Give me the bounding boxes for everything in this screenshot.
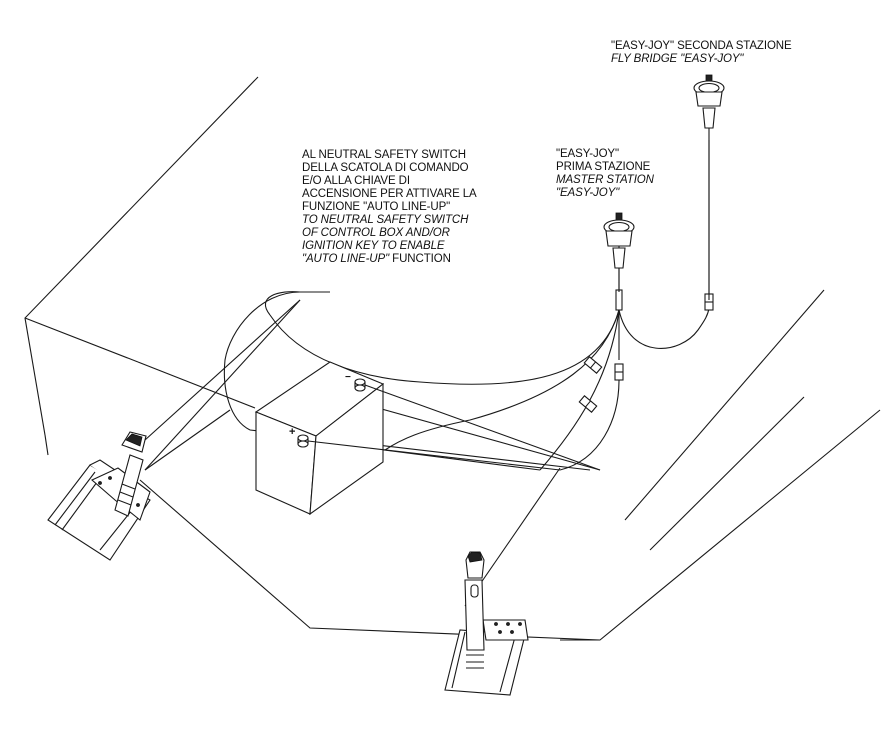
label-line-italic: TO NEUTRAL SAFETY SWITCH	[302, 214, 469, 226]
starboard-tab-hinge-bracket	[482, 619, 529, 641]
starboard-trim-tab-actuator	[444, 551, 529, 696]
label-second-station: "EASY-JOY" SECONDA STAZIONE FLY BRIDGE "…	[611, 40, 792, 66]
battery-negative-symbol: −	[345, 372, 351, 383]
starboard-actuator-cylinder	[464, 579, 485, 651]
battery-positive-symbol: +	[289, 426, 296, 438]
battery-side	[309, 382, 384, 516]
port-actuator-cylinder	[114, 454, 144, 517]
label-neutral-safety-switch: AL NEUTRAL SAFETY SWITCH DELLA SCATOLA D…	[302, 149, 477, 266]
label-first-station: "EASY-JOY" PRIMA STAZIONE MASTER STATION…	[556, 148, 654, 200]
hull-outline	[24, 76, 881, 641]
wire-connectors	[578, 289, 714, 413]
label-line-italic: MASTER STATION	[556, 174, 654, 186]
hull-top-left-edge	[24, 76, 259, 436]
label-line: ACCENSIONE PER ATTIVARE LA	[302, 188, 477, 200]
label-line-italic: FLY BRIDGE "EASY-JOY"	[611, 53, 744, 65]
label-line: FUNZIONE "AUTO LINE-UP"	[302, 201, 451, 213]
port-trim-tab-actuator	[47, 299, 301, 561]
hull-bottom-edge	[139, 409, 881, 641]
label-italic-part: "AUTO LINE-UP"	[302, 253, 390, 265]
wire-loop-flybridge	[618, 307, 710, 349]
label-line: "EASY-JOY" SECONDA STAZIONE	[611, 40, 792, 52]
positive-terminal	[297, 434, 309, 442]
negative-terminal	[354, 378, 366, 386]
label-line: E/O ALLA CHIAVE DI	[302, 175, 410, 187]
hull-chine-line	[624, 289, 825, 521]
label-normal-part: FUNCTION	[389, 253, 451, 265]
label-line-italic: "EASY-JOY"	[556, 187, 620, 199]
label-line-italic: OF CONTROL BOX AND/OR	[302, 227, 450, 239]
master-cable-sleeve	[615, 289, 623, 311]
label-line: PRIMA STAZIONE	[556, 161, 651, 173]
label-line-italic: IGNITION KEY TO ENABLE	[302, 240, 445, 252]
wire-loop-top	[269, 309, 620, 385]
hull-transom-top-left	[24, 317, 139, 363]
label-line: DELLA SCATOLA DI COMANDO	[302, 162, 469, 174]
label-line: "EASY-JOY"	[556, 148, 619, 160]
master-station-joystick	[603, 212, 635, 292]
hull-chine-line-lower	[649, 396, 805, 551]
fly-bridge-joystick	[693, 74, 725, 300]
label-line-mixed: "AUTO LINE-UP" FUNCTION	[302, 253, 477, 266]
label-line: AL NEUTRAL SAFETY SWITCH	[302, 149, 466, 161]
battery	[254, 361, 601, 516]
